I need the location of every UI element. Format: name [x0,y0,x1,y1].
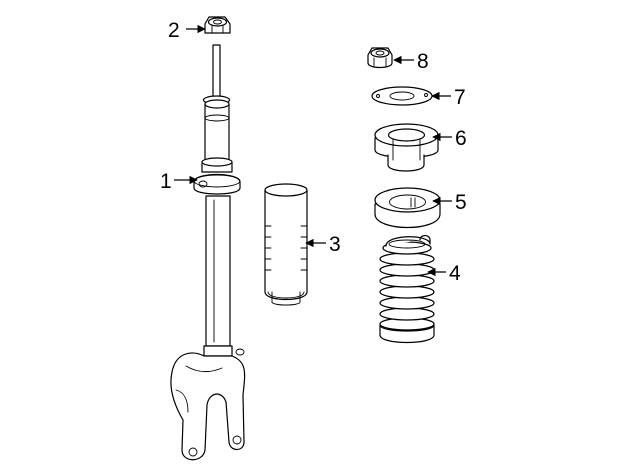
coil-spring[interactable] [379,234,435,344]
callout-3: 3 [329,233,341,256]
lower-spring-seat[interactable] [374,187,441,228]
strut-nut[interactable] [204,16,231,34]
callout-5: 5 [455,191,467,214]
strut-assembly[interactable] [170,44,246,461]
callout-1: 1 [160,170,172,193]
callout-4: 4 [449,262,461,285]
callout-leaders [174,24,452,277]
callout-labels: 1 2 3 4 5 6 7 8 [160,19,467,285]
callout-8: 8 [417,50,429,73]
upper-mount[interactable] [374,123,439,172]
callout-2: 2 [168,19,180,42]
callout-7: 7 [454,86,466,109]
mount-washer[interactable] [371,86,433,106]
callout-6: 6 [455,127,467,150]
dust-boot[interactable] [264,183,308,306]
mount-nut[interactable] [367,47,393,69]
